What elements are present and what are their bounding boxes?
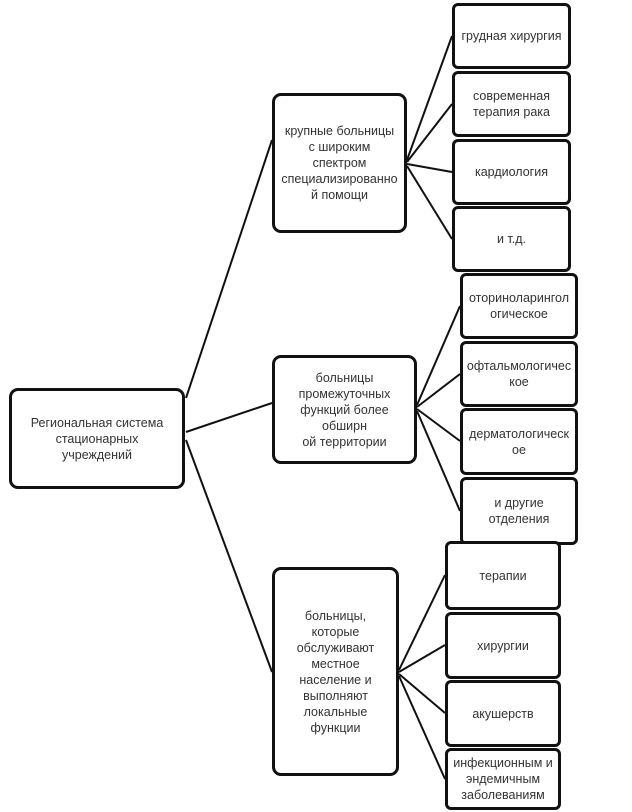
leaf-node: оториноларингол огическое: [460, 273, 578, 339]
root-node: Региональная система стационарных учрежд…: [9, 388, 185, 489]
group-node-intermediate-hospitals: больницы промежуточных функций более обш…: [272, 355, 417, 464]
leaf-node: современная терапия рака: [452, 71, 571, 137]
leaf-node: и т.д.: [452, 206, 571, 272]
connector-line: [185, 402, 273, 433]
connector-line: [185, 439, 273, 673]
leaf-node: кардиология: [452, 139, 571, 205]
connector-line: [406, 103, 453, 163]
connector-line: [406, 165, 453, 240]
connector-line: [406, 35, 453, 161]
leaf-node: дерматологическ ое: [460, 408, 578, 475]
connector-line: [398, 574, 446, 671]
connector-line: [416, 410, 461, 512]
connector-line: [416, 373, 461, 408]
leaf-node: инфекционным и эндемичным заболеваниям: [445, 748, 561, 810]
leaf-node: акушерств: [445, 680, 561, 747]
leaf-node: терапии: [445, 541, 561, 610]
group-node-local-hospitals: больницы, которые обслуживают местное на…: [272, 567, 399, 776]
connector-line: [416, 305, 461, 406]
leaf-node: и другие отделения: [460, 477, 578, 545]
leaf-node: грудная хирургия: [452, 3, 571, 69]
leaf-node: офтальмологичес кое: [460, 341, 578, 407]
connector-line: [185, 139, 273, 399]
leaf-node: хирургии: [445, 612, 561, 679]
group-node-large-hospitals: крупные больницы с широким спектром спец…: [272, 93, 407, 233]
connector-line: [406, 163, 453, 173]
connector-line: [398, 673, 446, 714]
connector-line: [398, 675, 446, 780]
connector-line: [416, 408, 461, 442]
connector-line: [398, 644, 446, 673]
